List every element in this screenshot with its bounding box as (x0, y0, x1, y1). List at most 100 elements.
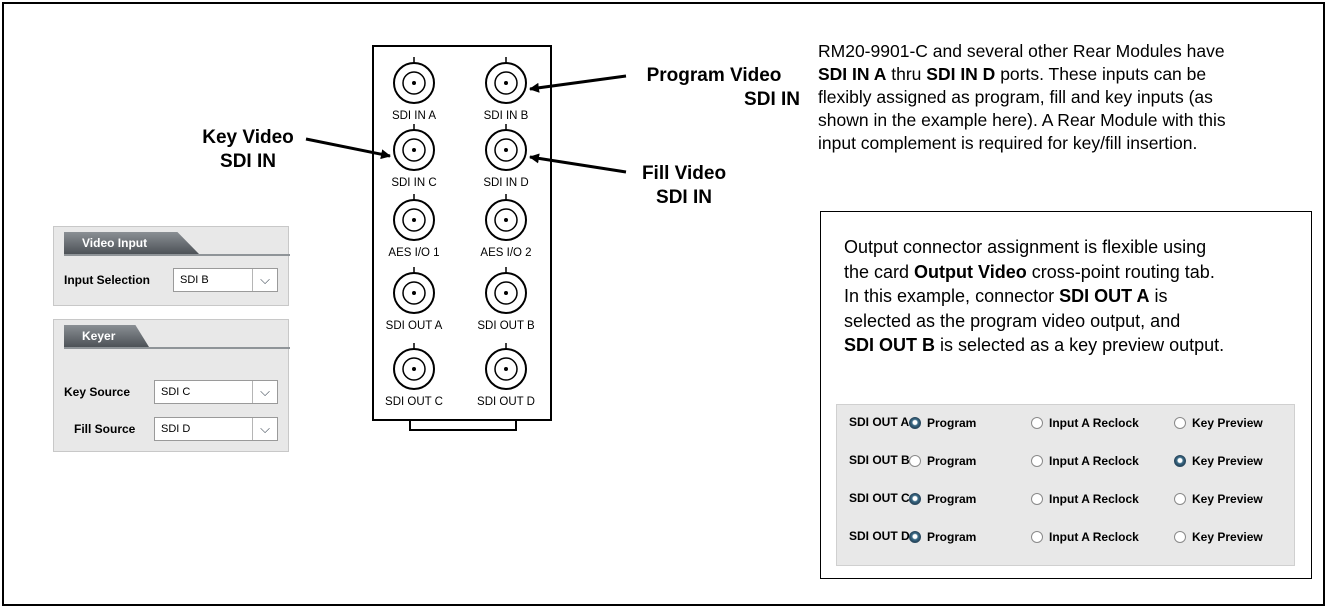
radio-selected-icon[interactable] (909, 530, 921, 543)
routing-option[interactable]: Program (909, 413, 976, 433)
connector-pin (504, 148, 508, 152)
routing-row: SDI OUT C Program Input A Reclock Key Previ… (837, 485, 1294, 513)
routing-row-label: SDI OUT C (849, 491, 910, 505)
connector-label: SDI IN B (484, 110, 529, 122)
routing-option[interactable]: Input A Reclock (1031, 413, 1139, 433)
routing-option[interactable]: Key Preview (1174, 451, 1263, 471)
output-video-bold: Output Video (914, 261, 1027, 282)
connector-label: SDI OUT A (386, 320, 443, 332)
fill-source-label: Fill Source (74, 422, 136, 436)
fill-video-callout: Fill Video SDI IN (624, 162, 744, 210)
routing-option[interactable]: Program (909, 451, 976, 471)
routing-option-label: Program (927, 530, 977, 544)
output-note-text: is (1149, 286, 1168, 306)
radio-unselected-icon[interactable] (1031, 492, 1043, 505)
radio-selected-icon[interactable] (1174, 454, 1186, 467)
radio-unselected-icon[interactable] (1031, 416, 1043, 429)
routing-option[interactable]: Key Preview (1174, 413, 1263, 433)
routing-option[interactable]: Program (909, 527, 976, 547)
connector-label: AES I/O 2 (480, 247, 531, 259)
connector-label: SDI OUT D (477, 396, 535, 408)
routing-row-label: SDI OUT B (849, 453, 910, 467)
output-note-text: cross-point routing tab. (1026, 261, 1215, 282)
chevron-down-icon[interactable]: ⌵ (252, 418, 277, 440)
connector-label: AES I/O 1 (388, 247, 439, 259)
connector-pin (412, 148, 416, 152)
radio-unselected-icon[interactable] (1174, 416, 1186, 429)
output-note-paragraph: Output connector assignment is flexible … (844, 235, 1314, 358)
description-line: RM20-9901-C and several other Rear Modul… (818, 41, 1225, 61)
bnc-connector: SDI IN B (484, 57, 529, 122)
description-line: SDI IN A thru SDI IN D ports. These inpu… (818, 63, 1318, 86)
connector-label: SDI IN A (392, 110, 436, 122)
connector-pin (504, 291, 508, 295)
input-selection-dropdown[interactable]: SDI B ⌵ (173, 268, 278, 292)
tab-underline (64, 254, 290, 256)
chevron-down-icon[interactable]: ⌵ (252, 381, 277, 403)
bnc-connector: SDI OUT B (477, 267, 535, 332)
fill-video-arrow (529, 153, 627, 174)
routing-option[interactable]: Input A Reclock (1031, 527, 1139, 547)
connector-pin (504, 367, 508, 371)
tab-keyer[interactable]: Keyer (64, 325, 149, 347)
routing-option[interactable]: Input A Reclock (1031, 451, 1139, 471)
routing-option-label: Key Preview (1192, 530, 1263, 544)
fill-source-dropdown[interactable]: SDI D ⌵ (154, 417, 278, 441)
radio-selected-icon[interactable] (909, 416, 921, 429)
routing-option[interactable]: Key Preview (1174, 527, 1263, 547)
output-note-line: selected as the program video output, an… (844, 310, 1181, 331)
routing-option-label: Input A Reclock (1049, 530, 1139, 544)
key-source-dropdown[interactable]: SDI C ⌵ (154, 380, 278, 404)
routing-option-label: Program (927, 416, 977, 430)
connector-pin (412, 291, 416, 295)
routing-option-label: Program (927, 454, 977, 468)
routing-row-label: SDI OUT D (849, 529, 910, 543)
connector-pin (504, 81, 508, 85)
description-line: input complement is required for key/fil… (818, 133, 1198, 153)
routing-option-label: Key Preview (1192, 416, 1263, 430)
connector-label: SDI OUT B (477, 320, 535, 332)
keyer-panel: Keyer Key Source SDI C ⌵ Fill Source SDI… (53, 319, 290, 452)
sdi-out-bold: SDI OUT (844, 335, 918, 355)
connector-pin (412, 218, 416, 222)
output-note-line: the card Output Video cross-point routin… (844, 260, 1314, 285)
radio-selected-icon[interactable] (909, 492, 921, 505)
program-video-callout-line2: SDI IN (744, 89, 800, 110)
input-selection-value: SDI B (180, 274, 209, 286)
radio-unselected-icon[interactable] (1174, 530, 1186, 543)
key-video-callout-line2: SDI IN (220, 151, 276, 172)
routing-option[interactable]: Program (909, 489, 976, 509)
connector-label: SDI IN C (391, 177, 436, 189)
bnc-connector: AES I/O 1 (388, 194, 440, 259)
radio-unselected-icon[interactable] (1031, 530, 1043, 543)
key-source-label: Key Source (64, 385, 131, 399)
connector-label: SDI IN D (483, 177, 528, 189)
description-line: flexibly assigned as program, fill and k… (818, 87, 1213, 107)
key-source-value: SDI C (161, 386, 191, 398)
routing-option[interactable]: Input A Reclock (1031, 489, 1139, 509)
connector-pin (412, 367, 416, 371)
routing-option[interactable]: Key Preview (1174, 489, 1263, 509)
radio-unselected-icon[interactable] (1031, 454, 1043, 467)
program-video-callout: Program Video SDI IN (628, 64, 800, 112)
routing-option-label: Program (927, 492, 977, 506)
radio-unselected-icon[interactable] (909, 454, 921, 467)
routing-option-label: Key Preview (1192, 454, 1263, 468)
connector-pin (504, 218, 508, 222)
sdi-out-a-bold: SDI OUT A (1059, 286, 1150, 306)
tab-video-input[interactable]: Video Input (64, 232, 199, 254)
key-video-callout-line1: Key Video (202, 127, 294, 148)
bnc-connector: AES I/O 2 (480, 194, 532, 259)
bnc-connector: SDI OUT C (385, 343, 443, 408)
bnc-connector: SDI IN A (392, 57, 436, 122)
routing-option-label: Input A Reclock (1049, 492, 1139, 506)
program-video-arrow (529, 74, 627, 93)
input-selection-label: Input Selection (64, 273, 151, 287)
routing-row: SDI OUT D Program Input A Reclock Key Previ… (837, 523, 1294, 551)
chevron-down-icon[interactable]: ⌵ (252, 269, 277, 291)
description-text: ports. These inputs can be (995, 64, 1207, 84)
radio-unselected-icon[interactable] (1174, 492, 1186, 505)
